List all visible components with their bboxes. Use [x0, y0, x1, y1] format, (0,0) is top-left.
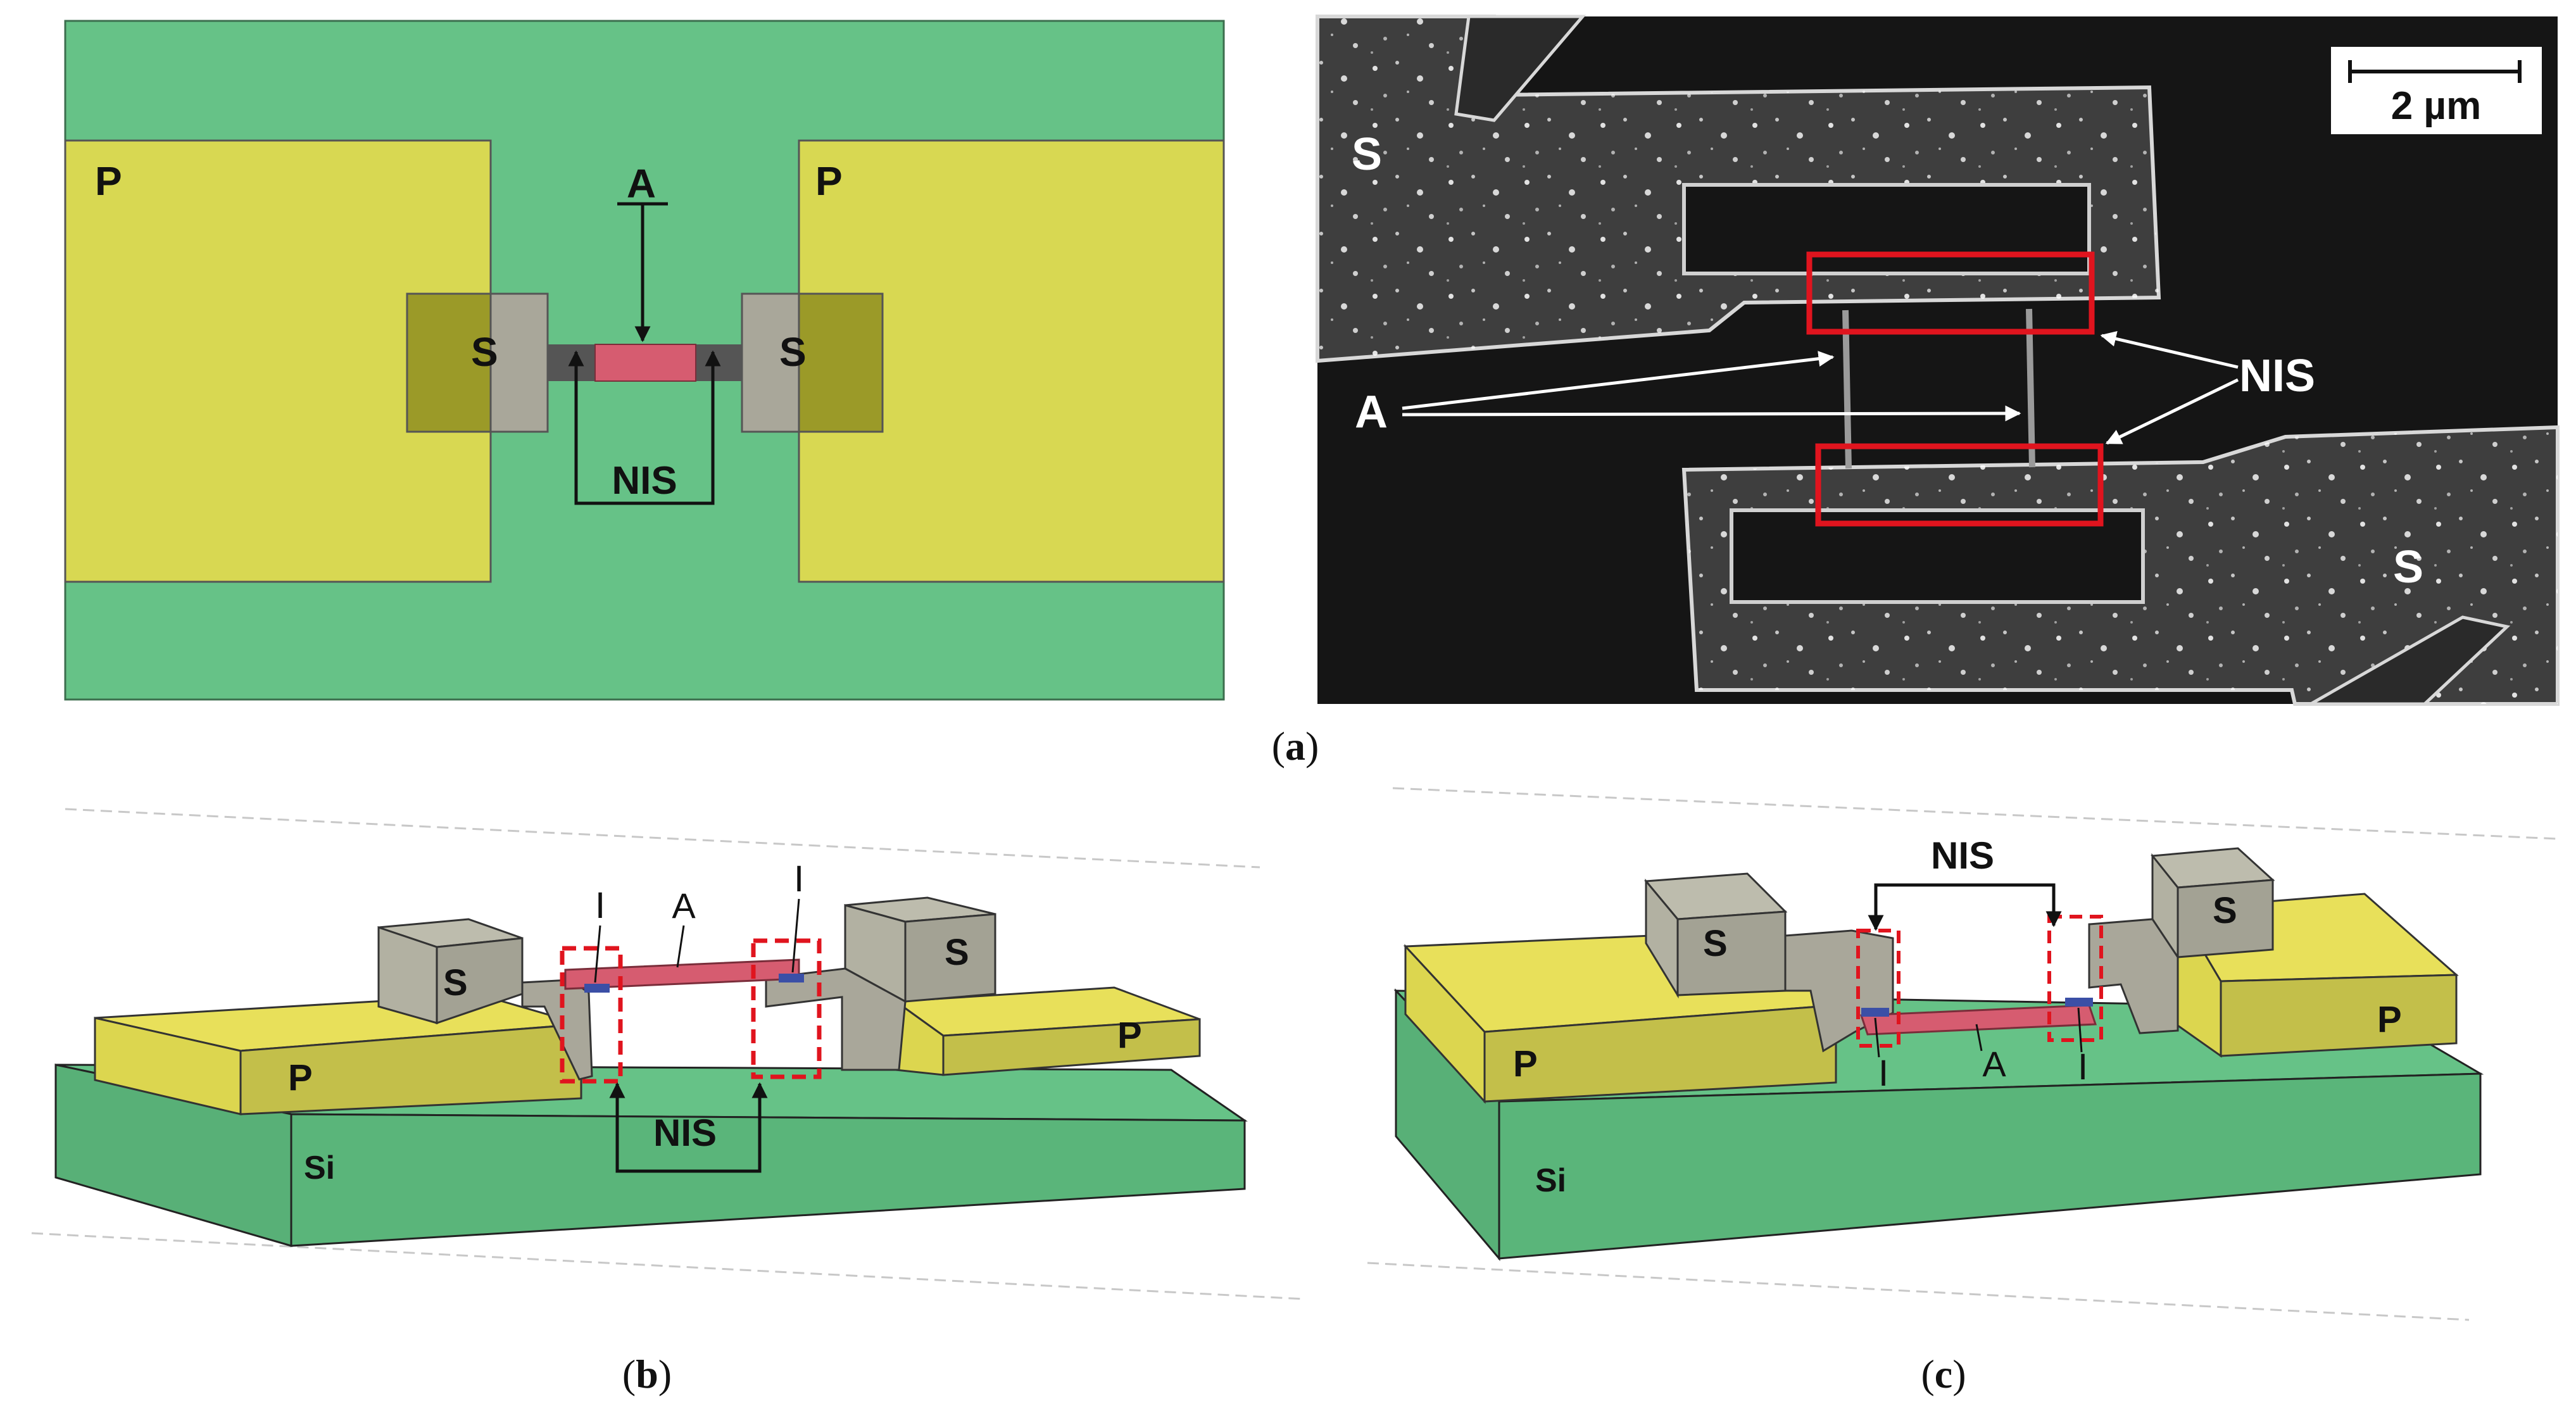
c-label-s-right: S	[2213, 890, 2237, 931]
insulator-right-c	[2065, 998, 2093, 1007]
substrate-front-c	[1498, 1072, 2482, 1260]
panel-a-sem: S S A NIS 2 µm	[1316, 15, 2560, 706]
label-s-right: S	[779, 329, 807, 375]
nis-bracket	[574, 385, 715, 505]
c-label-s-left: S	[1703, 923, 1728, 964]
c-label-i-left: I	[1878, 1053, 1888, 1094]
c-label-i-right: I	[2078, 1046, 2088, 1088]
c-i-right-leader	[2077, 1007, 2083, 1053]
b-label-i-right: I	[794, 858, 804, 900]
c-label-si: Si	[1535, 1162, 1566, 1199]
sem-nis-box-top	[1806, 251, 2095, 335]
sem-label-s-bottom: S	[2393, 542, 2423, 593]
s-block-left-front-c	[1676, 910, 1787, 996]
c-a-leader	[1975, 1024, 1983, 1051]
b-label-p-right: P	[1117, 1015, 1142, 1056]
sem-label-a: A	[1355, 387, 1388, 437]
nis-dashed-box-right-c	[2047, 915, 2103, 1042]
b-label-s-left: S	[443, 962, 468, 1003]
caption-a: (a)	[1272, 724, 1319, 769]
absorber-c	[1859, 1004, 2097, 1036]
c-nis-bracket	[1874, 883, 2056, 912]
caption-b: (b)	[622, 1352, 672, 1397]
s-lead-right-c	[2088, 918, 2179, 1034]
guide-line-bottom-b	[31, 1232, 1305, 1300]
sem-a-arrow-1	[1402, 351, 1835, 410]
sem-nis-box-bottom	[1815, 443, 2104, 527]
s-block-left-side-b	[377, 926, 438, 1024]
sem-absorber-wire-left	[1842, 310, 1852, 469]
b-nis-bracket	[615, 1100, 762, 1173]
c-label-p-left: P	[1513, 1043, 1538, 1084]
sem-frame-top-window	[1682, 183, 2091, 275]
b-label-p-left: P	[288, 1057, 313, 1098]
c-label-p-right: P	[2377, 999, 2402, 1040]
s-lead-right-b	[765, 967, 907, 1071]
sem-nis-arrow-bottom	[2105, 378, 2239, 445]
substrate-front-b	[290, 1113, 1246, 1247]
superconductor-left	[489, 292, 549, 433]
scale-bar-label: 2 µm	[2391, 84, 2482, 128]
absorber-strip	[594, 344, 696, 382]
sem-absorber-wire-right	[2026, 308, 2035, 468]
label-p-left: P	[95, 158, 122, 204]
sem-nis-arrow-top	[2100, 330, 2239, 369]
pad-right-front-c	[2220, 974, 2458, 1057]
b-i-left-leader	[594, 925, 601, 983]
insulator-left-c	[1861, 1008, 1889, 1017]
pad-left-side-c	[1404, 944, 1486, 1104]
c-label-a: A	[1982, 1044, 2006, 1084]
s-overlap-right	[798, 292, 884, 433]
pad-left-side-b	[94, 1017, 242, 1115]
b-label-a: A	[672, 886, 696, 926]
s-block-left-side-c	[1645, 878, 1679, 999]
b-label-nis: NIS	[653, 1112, 717, 1154]
sem-lead-bottom-stripe	[2304, 615, 2511, 706]
guide-line-bottom-c	[1367, 1262, 2470, 1321]
nis-dashed-box-right-b	[751, 938, 822, 1079]
sem-lead-top-stripe	[1454, 15, 1586, 122]
panel-c-3d: S S P P Si A I I NIS	[1367, 787, 2558, 1321]
b-label-si: Si	[304, 1150, 335, 1186]
nis-junction-left	[548, 344, 595, 381]
b-label-i-left: I	[595, 885, 605, 926]
panel-a-layout: P P S S A NIS	[64, 20, 1225, 701]
b-a-leader	[676, 925, 685, 968]
nis-junction-right	[696, 344, 742, 381]
label-a: A	[627, 161, 656, 206]
sem-label-s-top: S	[1352, 129, 1382, 180]
guide-line-top-c	[1392, 787, 2558, 840]
c-i-left-leader	[1874, 1017, 1880, 1058]
nis-dashed-box-left-b	[560, 946, 623, 1084]
superconductor-right	[741, 292, 800, 433]
sem-label-nis: NIS	[2239, 351, 2315, 401]
panel-b-3d: S S P P Si A I I NIS	[31, 808, 1305, 1300]
scale-bar-box	[2331, 47, 2542, 134]
insulator-right-b	[779, 974, 804, 982]
caption-c: (c)	[1921, 1352, 1966, 1397]
b-i-right-leader	[791, 898, 800, 973]
sem-a-arrow-2	[1402, 405, 2021, 422]
b-label-s-right: S	[945, 932, 969, 973]
c-label-nis: NIS	[1931, 834, 1994, 877]
label-s-left: S	[471, 329, 498, 375]
insulator-left-b	[584, 984, 610, 993]
label-nis: NIS	[612, 459, 677, 503]
label-p-right: P	[815, 158, 843, 204]
guide-line-top-b	[65, 808, 1260, 869]
